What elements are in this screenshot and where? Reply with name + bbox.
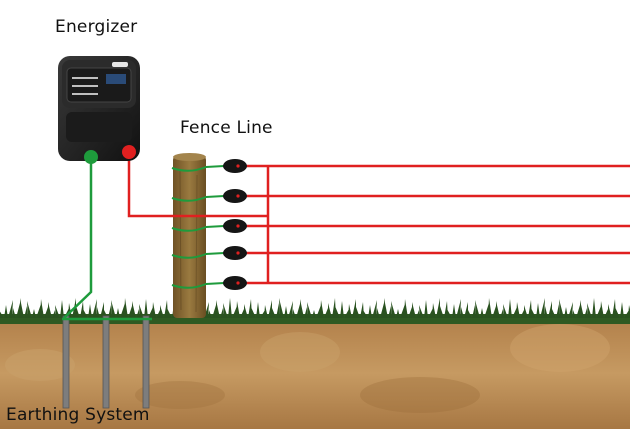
fence-post-icon: [173, 153, 206, 318]
insulator-icon: [223, 159, 247, 173]
insulator-icon: [223, 276, 247, 290]
energizer-box-icon: [58, 56, 140, 164]
energizer-label: Energizer: [55, 17, 138, 37]
insulators: [223, 159, 247, 290]
insulator-icon: [223, 219, 247, 233]
wire-tie: [171, 165, 225, 172]
live-lead-wire: [127, 155, 268, 218]
earthing-system-label: Earthing System: [6, 405, 150, 425]
earth-rod-icon: [62, 315, 70, 409]
insulator-icon: [223, 189, 247, 203]
earth-rod-icon: [142, 315, 150, 409]
wire-tie: [171, 282, 225, 289]
fence-wires: [236, 164, 630, 285]
insulator-ties: [171, 165, 225, 289]
earth-wire: [62, 158, 152, 321]
live-terminal-icon: [122, 145, 136, 159]
earth-rod-icon: [102, 315, 110, 409]
wire-tie: [171, 252, 225, 259]
insulator-icon: [223, 246, 247, 260]
wire-tie: [171, 195, 225, 202]
fence-line-label: Fence Line: [180, 118, 273, 138]
wire-tie: [171, 225, 225, 232]
earth-terminal-icon: [84, 150, 98, 164]
